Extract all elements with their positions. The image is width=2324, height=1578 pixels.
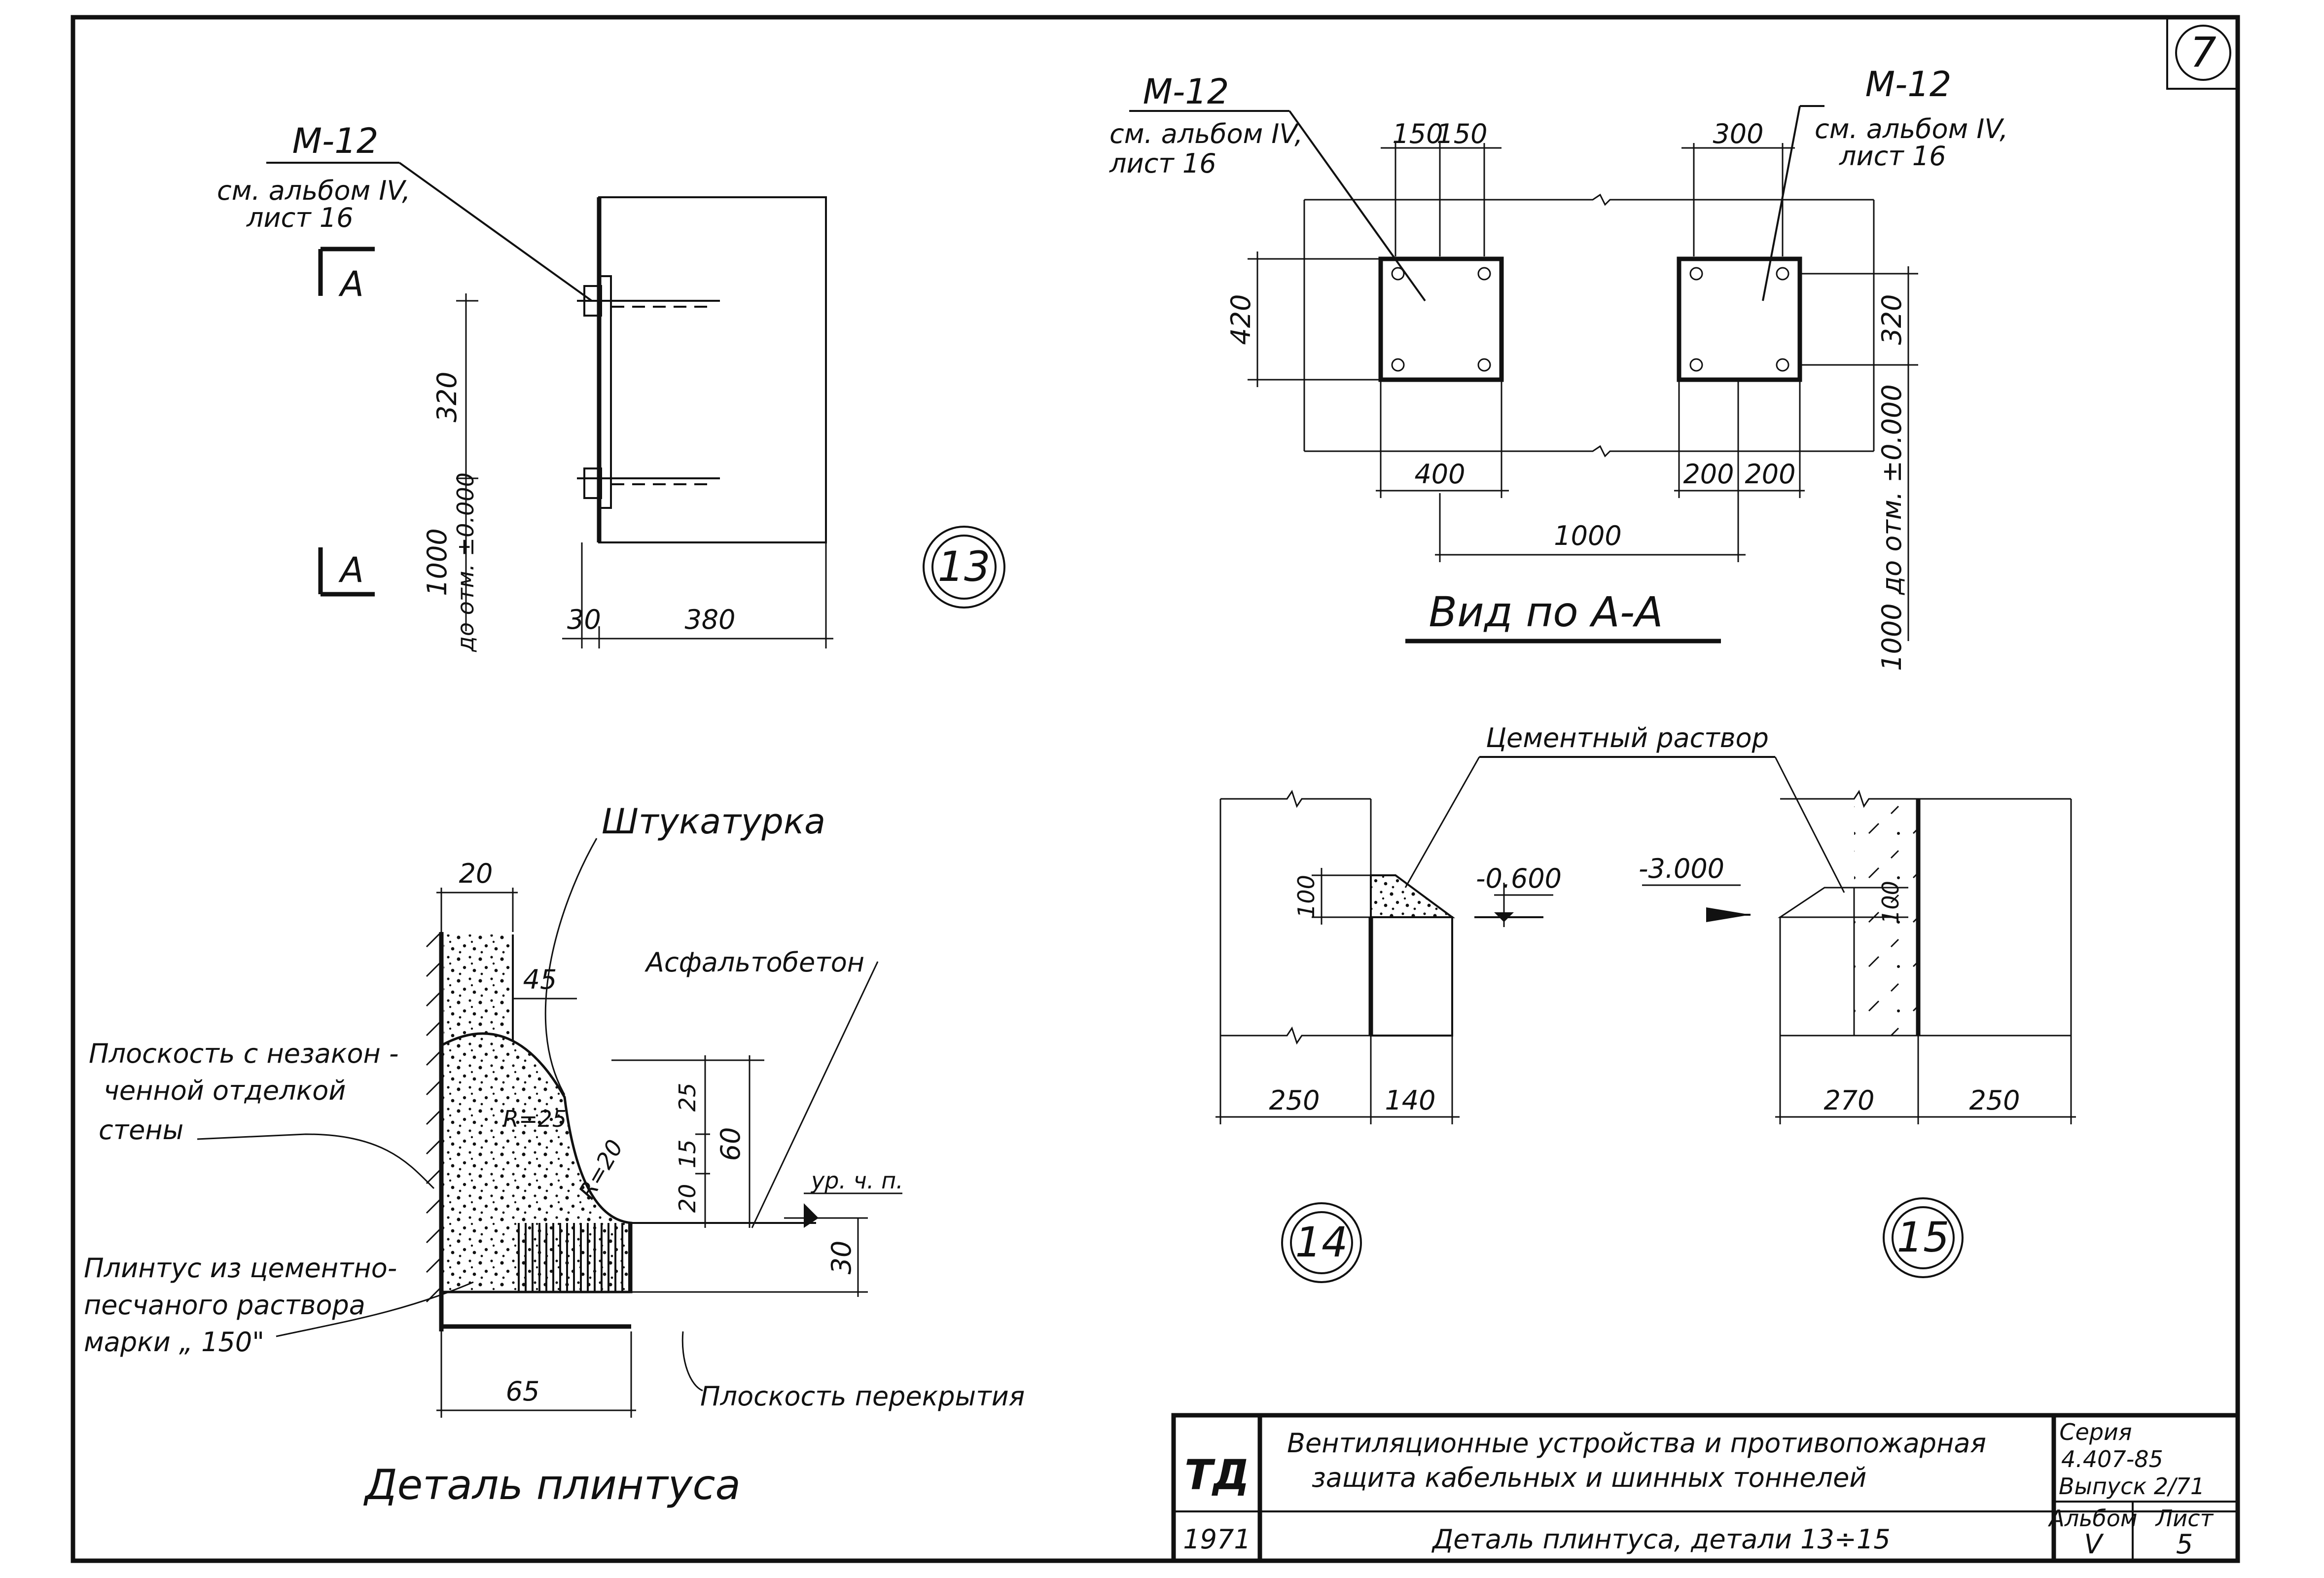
logo-td: ТД xyxy=(1184,1451,1250,1499)
detail-15: 100 270 250 15 Цементный раствор xyxy=(1404,722,2076,1278)
view-aa-title: Вид по А-А xyxy=(1429,588,1663,636)
label-wall-line1: Плоскость с незакон - xyxy=(89,1038,398,1069)
right-ref-line2: лист 16 xyxy=(1839,141,1946,172)
dim-100-left: 100 xyxy=(1293,875,1320,918)
label-plaster: Штукатурка xyxy=(602,801,825,842)
plinth-detail: 20 45 R=25 R=20 25 15 20 60 30 ур. ч. п.… xyxy=(84,801,1025,1509)
plaster-layer xyxy=(444,934,513,1045)
detail-14: 100 250 140 14 xyxy=(1216,789,1460,1283)
detail-13: M-12 см. альбом IV, лист 16 A A 320 1000… xyxy=(217,121,1005,652)
series-label: Серия xyxy=(2059,1419,2132,1445)
dim-30: 30 xyxy=(826,1241,857,1275)
title-line2: защита кабельных и шинных тоннелей xyxy=(1312,1462,1866,1493)
dim-65: 65 xyxy=(506,1376,540,1407)
ref-line-2: лист 16 xyxy=(246,202,354,233)
section-letter-bottom: A xyxy=(338,550,364,590)
anchor-bolt-bottom xyxy=(583,467,602,499)
level-1: -0.600 xyxy=(1476,863,1562,894)
dim-300: 300 xyxy=(1713,118,1763,149)
label-asphalt: Асфальтобетон xyxy=(644,947,864,978)
dim-420: 420 xyxy=(1225,294,1256,345)
section-letter-top: A xyxy=(338,264,364,304)
dim-25: 25 xyxy=(674,1083,701,1112)
mark-13: 13 xyxy=(938,542,991,591)
dim-r25: R=25 xyxy=(503,1106,567,1132)
view-aa: M-12 см. альбом IV, лист 16 M-12 см. аль… xyxy=(1109,64,2008,671)
ref-code: M-12 xyxy=(292,121,379,161)
dim-15: 15 xyxy=(674,1140,701,1169)
sheet-value: 5 xyxy=(2176,1529,2193,1560)
right-ref-code: M-12 xyxy=(1865,64,1952,105)
left-ref-code: M-12 xyxy=(1143,72,1229,112)
album-label: Альбом xyxy=(2047,1505,2137,1532)
dim-320: 320 xyxy=(431,371,463,422)
dim-320-right: 320 xyxy=(1876,294,1907,345)
dim-20-top: 20 xyxy=(459,858,493,889)
year: 1971 xyxy=(1183,1524,1251,1555)
dim-380: 380 xyxy=(684,604,735,635)
title-block: ТД 1971 Вентиляционные устройства и прот… xyxy=(1171,1413,2240,1563)
dim-100-right: 100 xyxy=(1877,881,1904,924)
label-wall-line2: ченной отделкой xyxy=(104,1075,346,1106)
sheet-frame xyxy=(71,15,2240,1563)
mark-14: 14 xyxy=(1295,1218,1348,1266)
dim-200a: 200 xyxy=(1683,459,1734,490)
dim-20-mid: 20 xyxy=(674,1184,701,1213)
dim-1000-line1: 1000 xyxy=(422,528,453,596)
left-ref-line2: лист 16 xyxy=(1109,148,1216,179)
mortar-fill-14 xyxy=(1370,874,1456,918)
wall-hatched-section xyxy=(598,196,827,543)
levels: -0.600 -3.000 xyxy=(1474,853,1751,927)
label-plinth-line1: Плинтус из цементно- xyxy=(84,1253,397,1284)
dim-30: 30 xyxy=(567,604,601,635)
issue: Выпуск 2/71 xyxy=(2059,1473,2205,1500)
dim-270: 270 xyxy=(1823,1085,1874,1116)
plate-left xyxy=(1378,256,1504,382)
mark-15: 15 xyxy=(1897,1213,1950,1261)
sheet-number: 7 xyxy=(2190,28,2216,76)
plinth-title: Деталь плинтуса xyxy=(363,1461,741,1509)
wall-14-hatched xyxy=(1370,916,1453,1037)
dim-200b: 200 xyxy=(1745,459,1795,490)
anchor-bolt-top xyxy=(583,285,602,317)
dim-1000-line2: до отм. ±0.000 xyxy=(452,472,479,652)
plate-right xyxy=(1677,256,1802,382)
ref-line-1: см. альбом IV, xyxy=(217,175,410,206)
label-mortar: Цементный раствор xyxy=(1486,722,1769,753)
title-line1: Вентиляционные устройства и противопожар… xyxy=(1287,1428,1986,1459)
dim-150b: 150 xyxy=(1436,118,1487,149)
series-value: 4.407-85 xyxy=(2061,1446,2163,1472)
label-wall-line3: стены xyxy=(99,1114,183,1146)
album-value: V xyxy=(2084,1529,2105,1560)
dim-150a: 150 xyxy=(1392,118,1443,149)
label-floor: Плоскость перекрытия xyxy=(700,1381,1025,1412)
sheet-number-badge: 7 xyxy=(2166,17,2238,90)
dim-250-right: 250 xyxy=(1969,1085,2020,1116)
left-ref-line1: см. альбом IV, xyxy=(1109,118,1303,149)
level-2: -3.000 xyxy=(1639,853,1724,884)
label-plinth-line3: марки „ 150" xyxy=(84,1327,264,1358)
dim-45: 45 xyxy=(523,964,557,995)
label-plinth-line2: песчаного раствора xyxy=(84,1290,365,1321)
subtitle: Деталь плинтуса, детали 13÷15 xyxy=(1431,1524,1891,1555)
dim-60: 60 xyxy=(715,1127,746,1161)
floor-level-label: ур. ч. п. xyxy=(810,1167,903,1194)
dim-250-left: 250 xyxy=(1269,1085,1320,1116)
mortar-fill-15 xyxy=(1778,887,1855,918)
dim-400: 400 xyxy=(1414,459,1465,490)
dim-right-vertical: 1000 до отм. ±0.000 xyxy=(1876,384,1907,671)
right-ref-line1: см. альбом IV, xyxy=(1815,113,2008,144)
dim-140: 140 xyxy=(1385,1085,1435,1116)
embedded-plate xyxy=(598,275,612,509)
dim-1000: 1000 xyxy=(1554,520,1621,551)
sheet-label: Лист xyxy=(2155,1505,2214,1532)
dim-r20: R=20 xyxy=(573,1135,628,1204)
